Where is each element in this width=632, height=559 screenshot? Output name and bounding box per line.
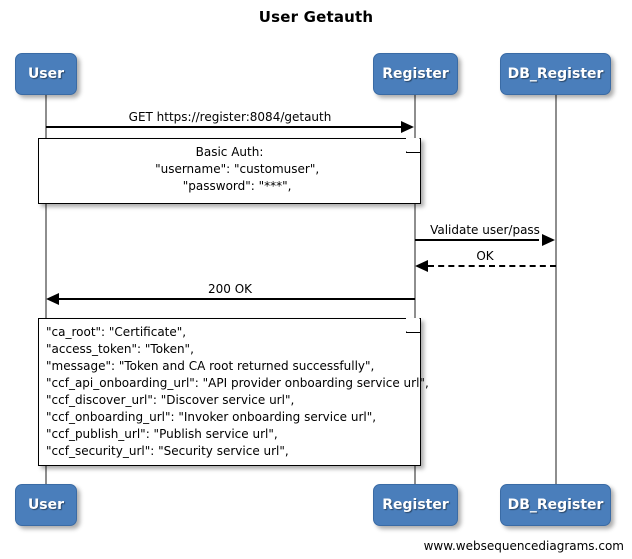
note-fold-icon xyxy=(406,138,420,153)
message-label-get-getauth: GET https://register:8084/getauth xyxy=(128,110,332,124)
arrow-head-left-icon xyxy=(415,260,428,272)
participant-label: User xyxy=(27,66,65,82)
participant-db-register-top[interactable]: DB_Register xyxy=(500,53,611,95)
lifeline-db-register xyxy=(555,95,557,486)
arrow-head-right-icon xyxy=(542,234,555,246)
message-line-ok xyxy=(428,265,556,267)
message-line-validate-user-pass xyxy=(415,239,539,241)
lifeline-register xyxy=(414,95,416,486)
note-basic-auth-text: Basic Auth: "username": "customuser", "p… xyxy=(155,145,320,193)
participant-user-bottom[interactable]: User xyxy=(15,484,77,526)
note-basic-auth: Basic Auth: "username": "customuser", "p… xyxy=(38,138,421,204)
participant-db-register-bottom[interactable]: DB_Register xyxy=(500,484,611,526)
participant-register-top[interactable]: Register xyxy=(373,53,458,95)
message-label-validate-user-pass: Validate user/pass xyxy=(430,223,540,237)
participant-user-top[interactable]: User xyxy=(15,53,77,95)
arrow-head-right-icon xyxy=(401,121,414,133)
footer-watermark: www.websequencediagrams.com xyxy=(423,539,624,553)
note-fold-icon xyxy=(406,318,420,333)
message-label-ok: OK xyxy=(476,249,494,263)
lifeline-user xyxy=(45,95,47,486)
participant-label: Register xyxy=(382,497,449,513)
page-title: User Getauth xyxy=(258,8,374,26)
message-line-get-getauth xyxy=(46,126,408,128)
message-line-200-ok xyxy=(59,298,415,300)
participant-label: DB_Register xyxy=(507,497,604,513)
participant-register-bottom[interactable]: Register xyxy=(373,484,458,526)
note-response-payload-text: "ca_root": "Certificate", "access_token"… xyxy=(46,325,429,458)
participant-label: User xyxy=(27,497,65,513)
arrow-head-left-icon xyxy=(46,293,59,305)
message-label-200-ok: 200 OK xyxy=(207,282,253,296)
participant-label: Register xyxy=(382,66,449,82)
participant-label: DB_Register xyxy=(507,66,604,82)
note-response-payload: "ca_root": "Certificate", "access_token"… xyxy=(38,318,429,466)
